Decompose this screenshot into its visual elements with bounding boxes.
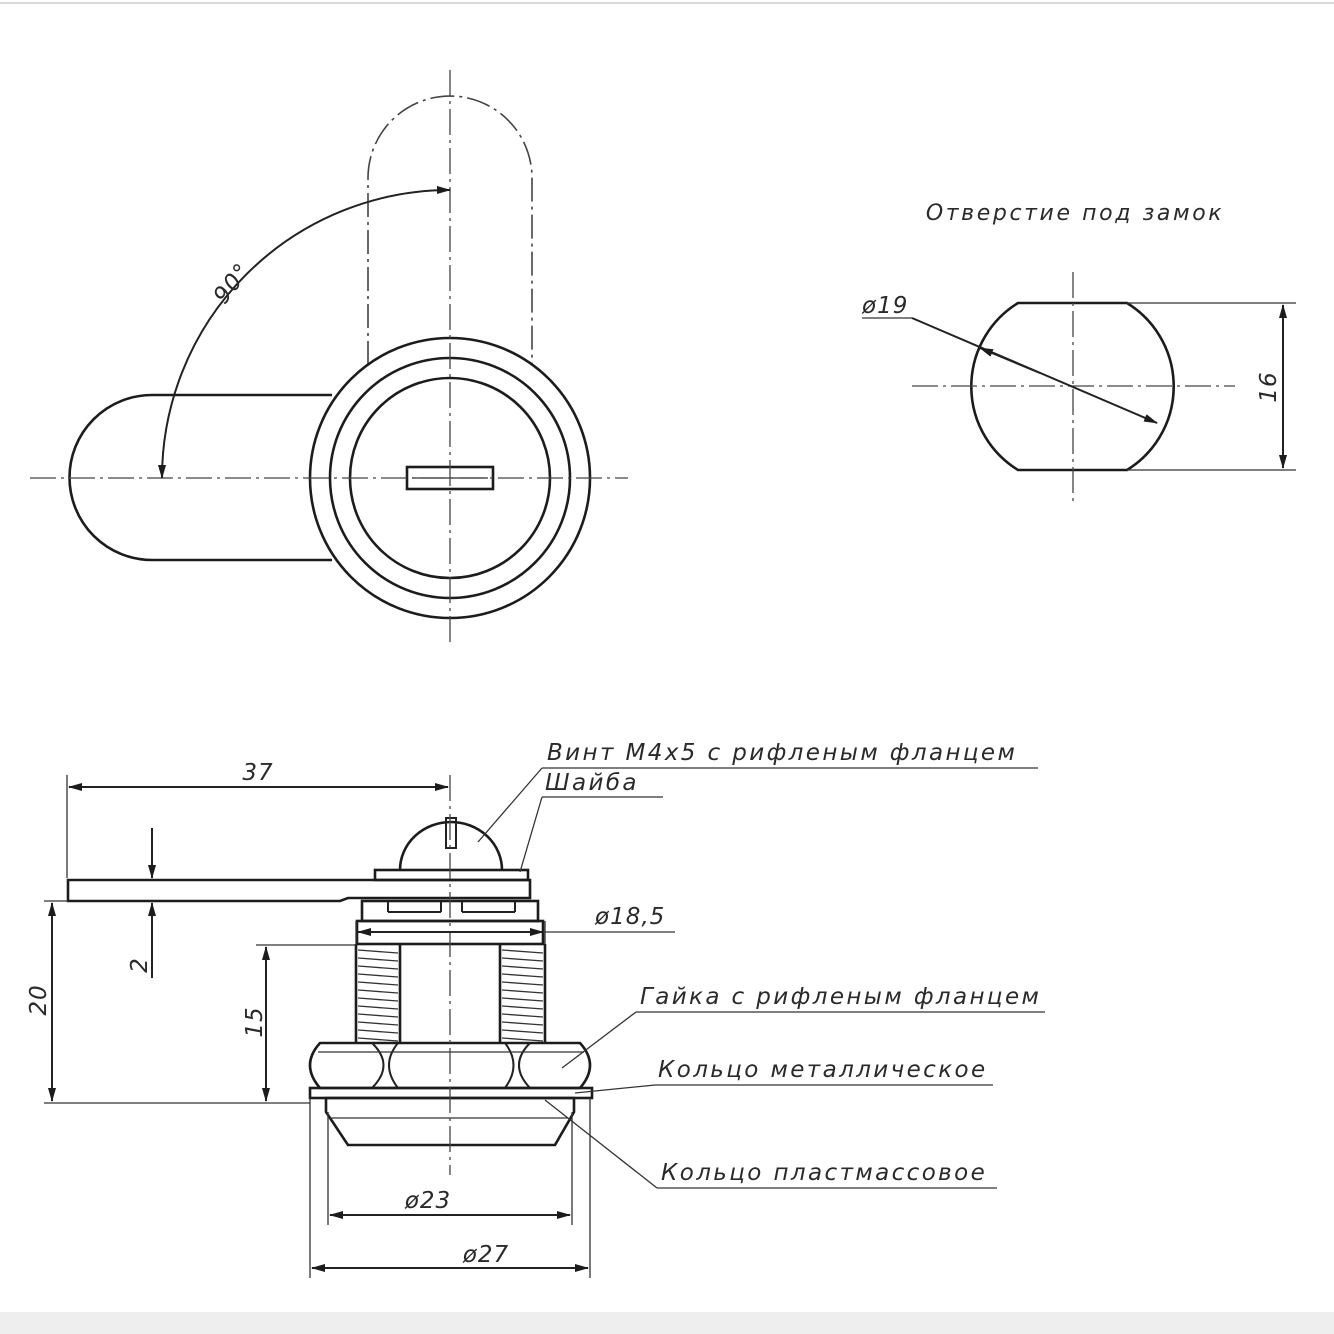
plastic-ring [324, 1096, 576, 1147]
thread-right [498, 944, 547, 1043]
hex-nut-face-mid-right [504, 1042, 515, 1089]
label-metal-ring: Кольцо металлическое [658, 1057, 988, 1083]
top-view: 90° [30, 70, 628, 645]
bottom-strip [0, 1312, 1334, 1334]
leader-washer-line [519, 796, 543, 873]
leader-nut-line [561, 1011, 637, 1069]
screw-slot [445, 817, 457, 849]
dim-18-label: ø18,5 [594, 904, 665, 930]
dim-23-label: ø23 [404, 1188, 451, 1214]
metal-ring [308, 1086, 594, 1100]
dim-15-label: 15 [242, 1006, 268, 1037]
hex-nut-face-left [371, 1042, 385, 1089]
label-washer: Шайба [545, 770, 639, 796]
washer [373, 868, 530, 882]
hole-diameter-label: ø19 [861, 293, 908, 319]
leader-metal-ring-line [574, 1084, 656, 1094]
label-nut: Гайка с рифленым фланцем [640, 984, 1041, 1010]
dim-20-label: 20 [26, 984, 52, 1015]
hex-nut-face-right [518, 1042, 531, 1089]
label-plastic-ring: Кольцо пластмассовое [661, 1160, 987, 1186]
hole-view: Отверстие под замок ø19 16 [861, 201, 1296, 506]
leader-screw-line [477, 767, 543, 843]
dim-37-label: 37 [242, 760, 273, 786]
angle-arc [158, 186, 451, 479]
screw-head [398, 820, 504, 871]
leader-plastic-ring-line [544, 1099, 658, 1189]
hole-diameter-arrow-start [979, 347, 1041, 374]
dim-2-label: 2 [127, 957, 153, 973]
label-screw: Винт М4х5 с рифленым фланцем [547, 740, 1017, 766]
hex-nut-face-mid-left [388, 1042, 399, 1089]
thread-left [354, 944, 402, 1043]
hole-height-label: 16 [1256, 371, 1282, 402]
side-view: 37 2 20 15 ø18,5 ø23 ø27 Винт М4х5 [26, 740, 1045, 1278]
dim-27-label: ø27 [462, 1242, 509, 1268]
cam-rotated-outline [367, 95, 533, 365]
cam-plate [66, 878, 532, 903]
angle-label: 90° [209, 258, 256, 309]
hole-title: Отверстие под замок [926, 201, 1224, 226]
